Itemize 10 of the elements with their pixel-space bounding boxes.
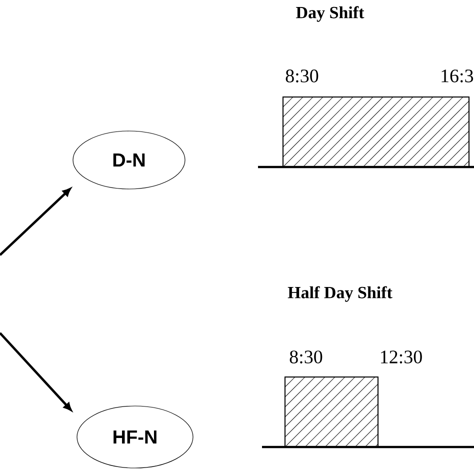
ellipse-node: D-N: [72, 130, 186, 190]
shift-title: Day Shift: [296, 6, 364, 22]
ellipse-node: HF-N: [76, 406, 194, 468]
arrow: [0, 332, 72, 411]
time-label: 12:30: [381, 350, 422, 364]
arrow: [0, 188, 71, 256]
time-label: 8:30: [286, 70, 318, 82]
time-label: 8:30: [290, 350, 322, 364]
time-label: 16:3: [442, 70, 474, 82]
shift-title: Half Day Shift: [288, 286, 392, 302]
